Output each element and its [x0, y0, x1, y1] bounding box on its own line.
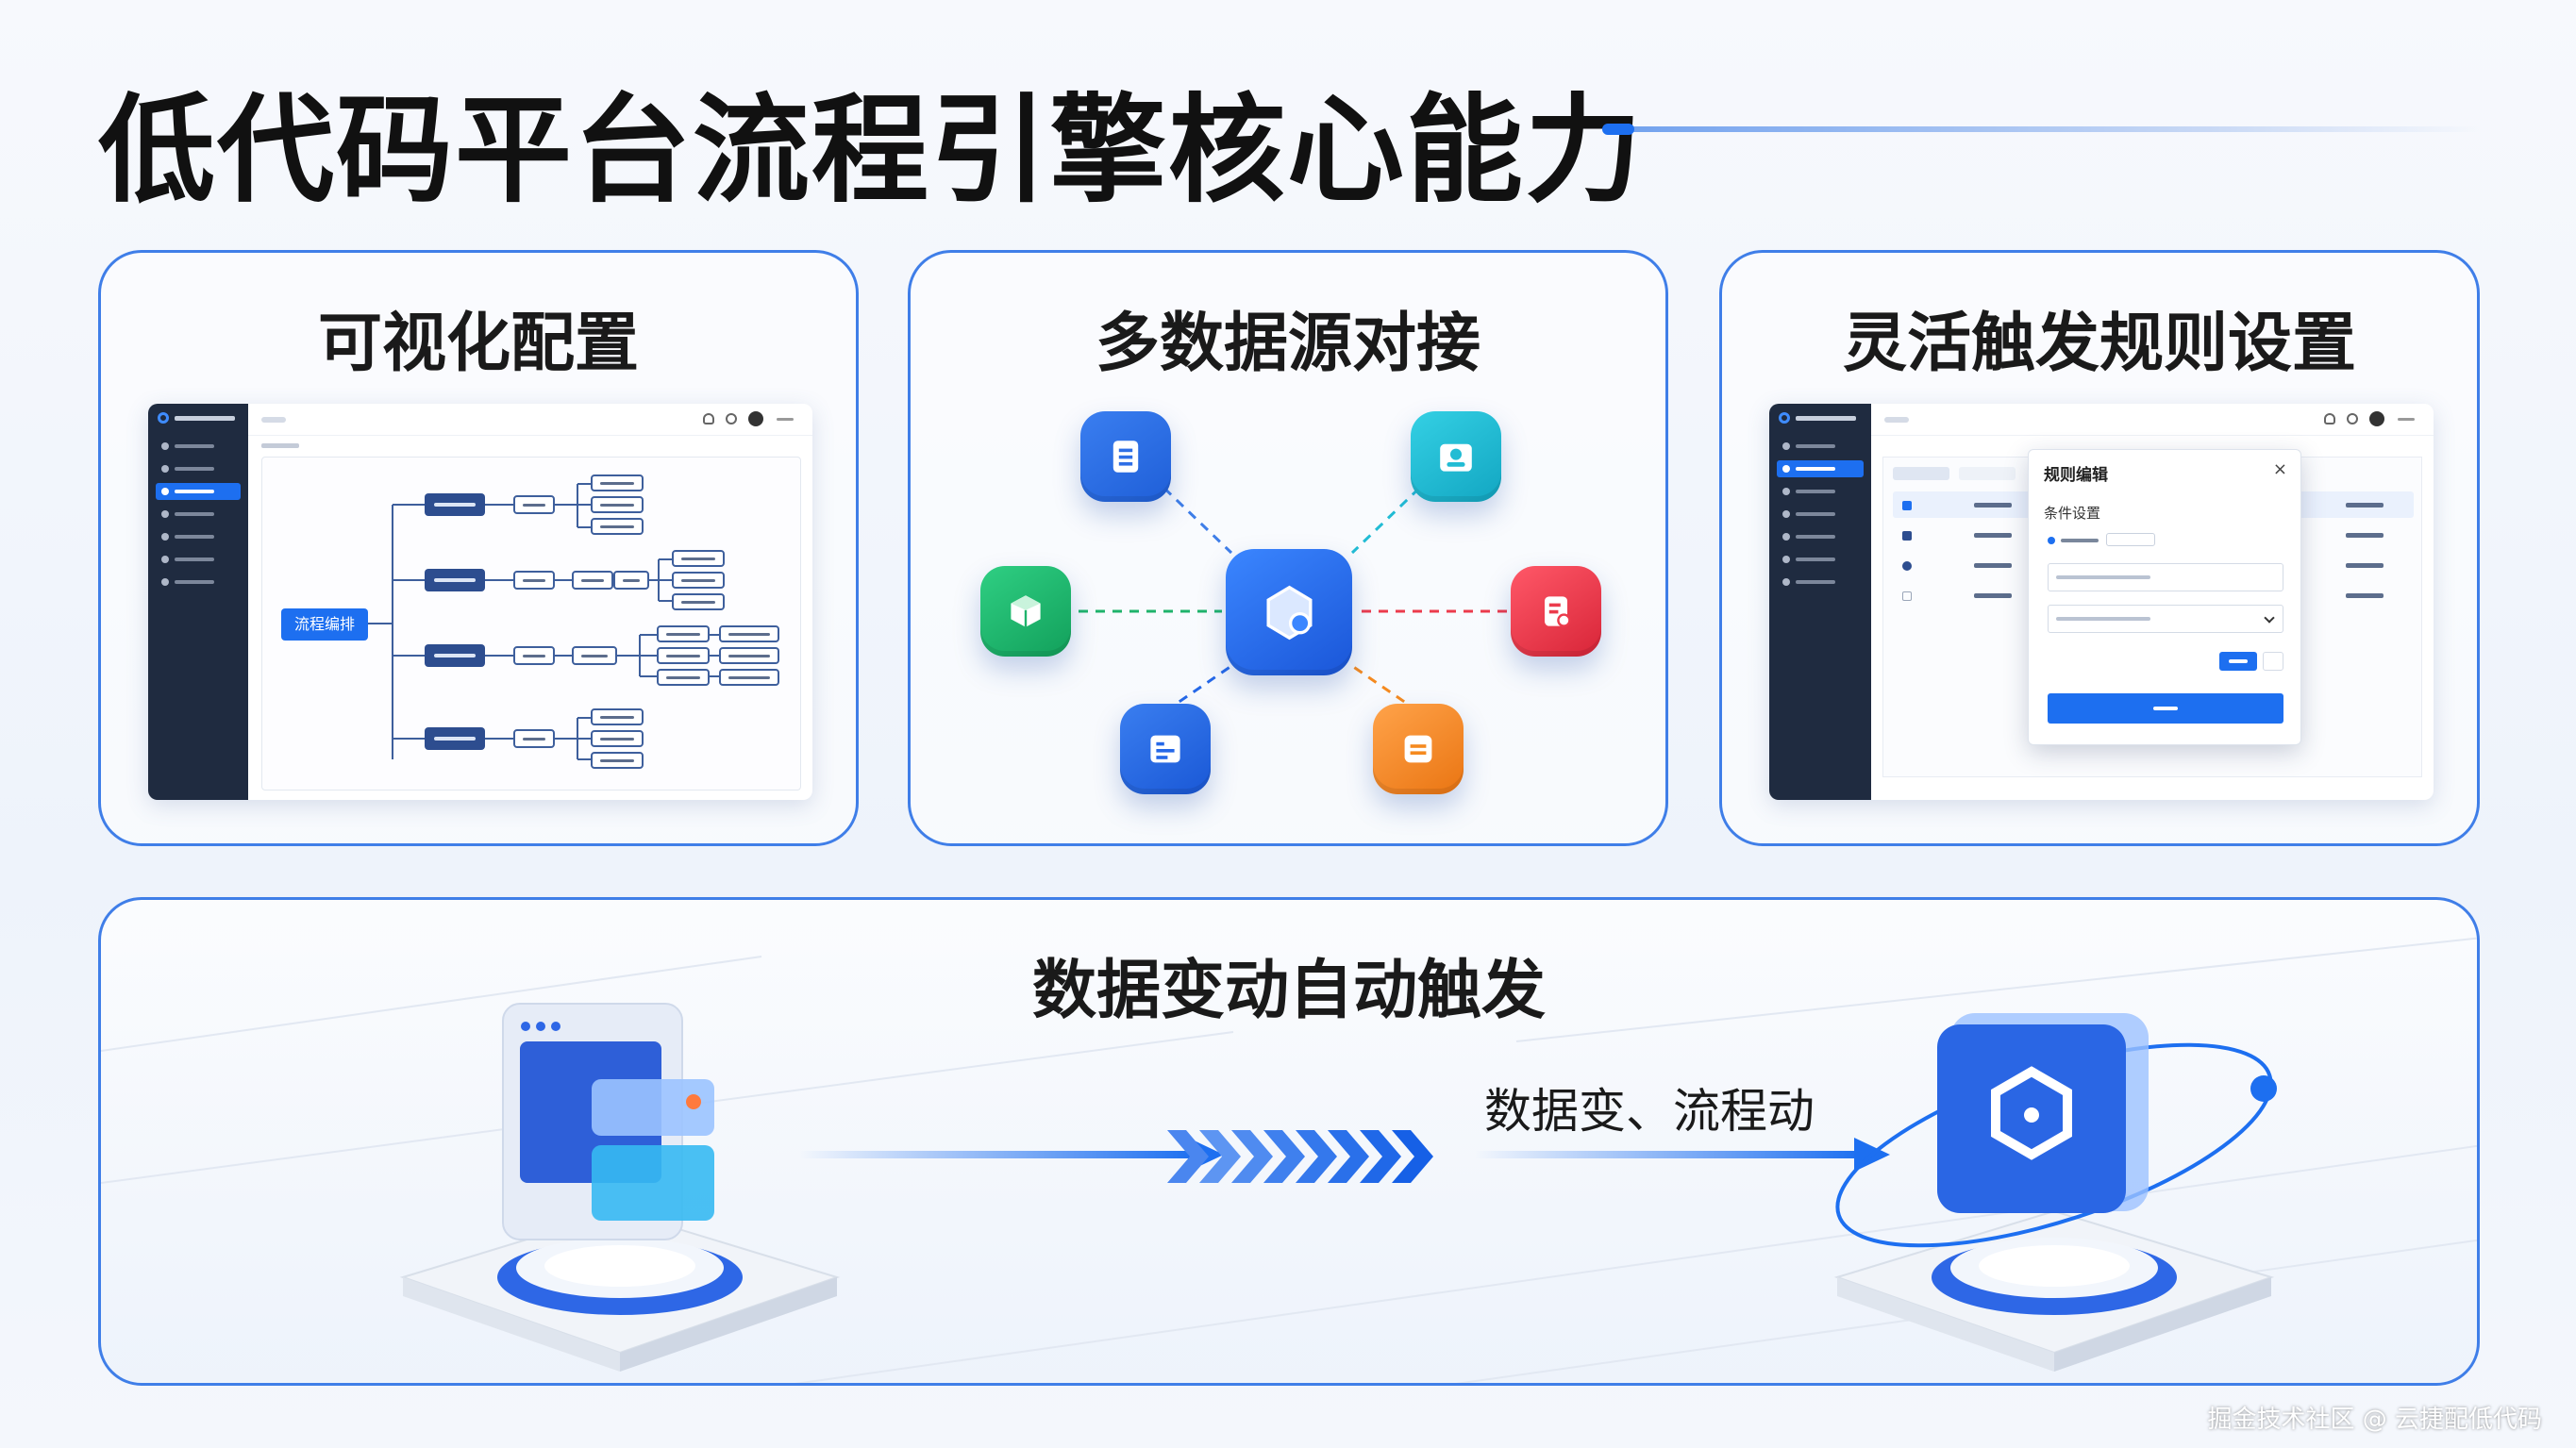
card-visual-config: 可视化配置: [98, 250, 859, 846]
sidebar-item-active[interactable]: [1777, 460, 1864, 477]
bell-icon[interactable]: [2324, 413, 2335, 424]
flow-step[interactable]: [572, 646, 617, 665]
card-title: 灵活触发规则设置: [1842, 307, 2356, 381]
breadcrumb: [261, 443, 299, 448]
page-title: 低代码平台流程引擎核心能力: [98, 83, 1645, 219]
flow-step[interactable]: [591, 730, 644, 747]
editor-topbar: [248, 404, 812, 436]
flow-step[interactable]: [513, 495, 555, 514]
flow-step[interactable]: [513, 571, 555, 590]
sidebar-item[interactable]: [156, 438, 241, 455]
settings-icon[interactable]: [2347, 413, 2358, 424]
sidebar-item[interactable]: [1777, 483, 1864, 500]
rules-app-mockup: 规则编辑 × 条件设置: [1769, 404, 2434, 800]
add-condition-button[interactable]: [2219, 652, 2257, 671]
flow-node[interactable]: [425, 644, 485, 667]
flow-step[interactable]: [591, 474, 644, 491]
flow-node[interactable]: [425, 569, 485, 591]
flow-step[interactable]: [591, 518, 644, 535]
sidebar-item-active[interactable]: [156, 483, 241, 500]
flow-root-node[interactable]: 流程编排: [281, 608, 368, 641]
section-title: 条件设置: [2044, 505, 2101, 522]
sidebar-item[interactable]: [1777, 438, 1864, 455]
sidebar-item[interactable]: [1777, 574, 1864, 591]
flow-step[interactable]: [572, 571, 613, 590]
condition-select[interactable]: [2048, 605, 2283, 633]
card-title: 可视化配置: [317, 307, 639, 381]
list-icon: [1120, 704, 1211, 794]
avatar[interactable]: [2369, 411, 2384, 426]
flow-step[interactable]: [672, 572, 725, 589]
sidebar-item[interactable]: [156, 551, 241, 568]
chevron-down-icon: [2264, 612, 2275, 624]
confirm-button[interactable]: [2048, 693, 2283, 724]
flow-step[interactable]: [719, 625, 779, 642]
data-change-platform-icon: [399, 1003, 841, 1372]
radio-option[interactable]: [2048, 537, 2055, 544]
flow-step[interactable]: [591, 708, 644, 725]
form-icon: [1511, 566, 1601, 657]
flow-node[interactable]: [425, 727, 485, 750]
flow-canvas: 流程编排: [261, 457, 801, 791]
flow-step[interactable]: [657, 647, 710, 664]
avatar[interactable]: [748, 411, 763, 426]
chevron-flow-icon: [1167, 1130, 1433, 1183]
process-engine-platform-icon: [1833, 1013, 2277, 1372]
flow-step[interactable]: [719, 669, 779, 686]
flow-step[interactable]: [657, 669, 710, 686]
flow-node[interactable]: [425, 493, 485, 516]
flow-step[interactable]: [672, 550, 725, 567]
title-underline: [1602, 126, 2480, 132]
editor-sidebar: [148, 404, 248, 800]
condition-input[interactable]: [2048, 563, 2283, 591]
remove-condition-button[interactable]: [2263, 652, 2283, 671]
flow-editor-mockup: 流程编排: [148, 404, 812, 800]
cube-icon: [980, 566, 1071, 657]
sidebar-item[interactable]: [156, 574, 241, 591]
card-title: 多数据源对接: [1095, 307, 1480, 381]
user-card-icon: [1411, 411, 1501, 502]
title-underline-accent: [1602, 124, 1634, 135]
sidebar-item[interactable]: [1777, 506, 1864, 523]
sidebar-item[interactable]: [156, 506, 241, 523]
close-icon[interactable]: ×: [2272, 459, 2287, 479]
card-trigger-rules: 灵活触发规则设置: [1719, 250, 2480, 846]
rules-topbar: [1871, 404, 2434, 436]
flow-step[interactable]: [672, 593, 725, 610]
card-data-sources: 多数据源对接: [908, 250, 1668, 846]
flow-step[interactable]: [591, 752, 644, 769]
flow-step[interactable]: [657, 625, 710, 642]
flow-connectors: [368, 483, 719, 760]
sidebar-item[interactable]: [1777, 551, 1864, 568]
app-logo: [1769, 404, 1871, 432]
app-logo: [148, 404, 248, 432]
dialog-title: 规则编辑: [2044, 466, 2108, 485]
auto-trigger-title: 数据变动自动触发: [1031, 954, 1546, 1028]
sidebar-item[interactable]: [1777, 528, 1864, 545]
sidebar-item[interactable]: [156, 528, 241, 545]
flow-step[interactable]: [513, 646, 555, 665]
card-auto-trigger: 数据变动自动触发 数据变、流程动: [98, 897, 2480, 1386]
flow-step[interactable]: [513, 729, 555, 748]
flow-step[interactable]: [719, 647, 779, 664]
settings-icon[interactable]: [726, 413, 737, 424]
watermark: 掘金技术社区 @ 云捷配低代码: [2207, 1406, 2542, 1434]
rules-sidebar: [1769, 404, 1871, 800]
flow-step[interactable]: [591, 496, 644, 513]
bell-icon[interactable]: [703, 413, 714, 424]
rule-edit-dialog: 规则编辑 × 条件设置: [2028, 449, 2301, 745]
document-icon: [1080, 411, 1171, 502]
hexagon-link-icon: [1226, 549, 1352, 675]
flow-label: 数据变、流程动: [1484, 1084, 1815, 1139]
notes-icon: [1373, 704, 1464, 794]
sidebar-item[interactable]: [156, 460, 241, 477]
flow-step[interactable]: [613, 571, 649, 590]
